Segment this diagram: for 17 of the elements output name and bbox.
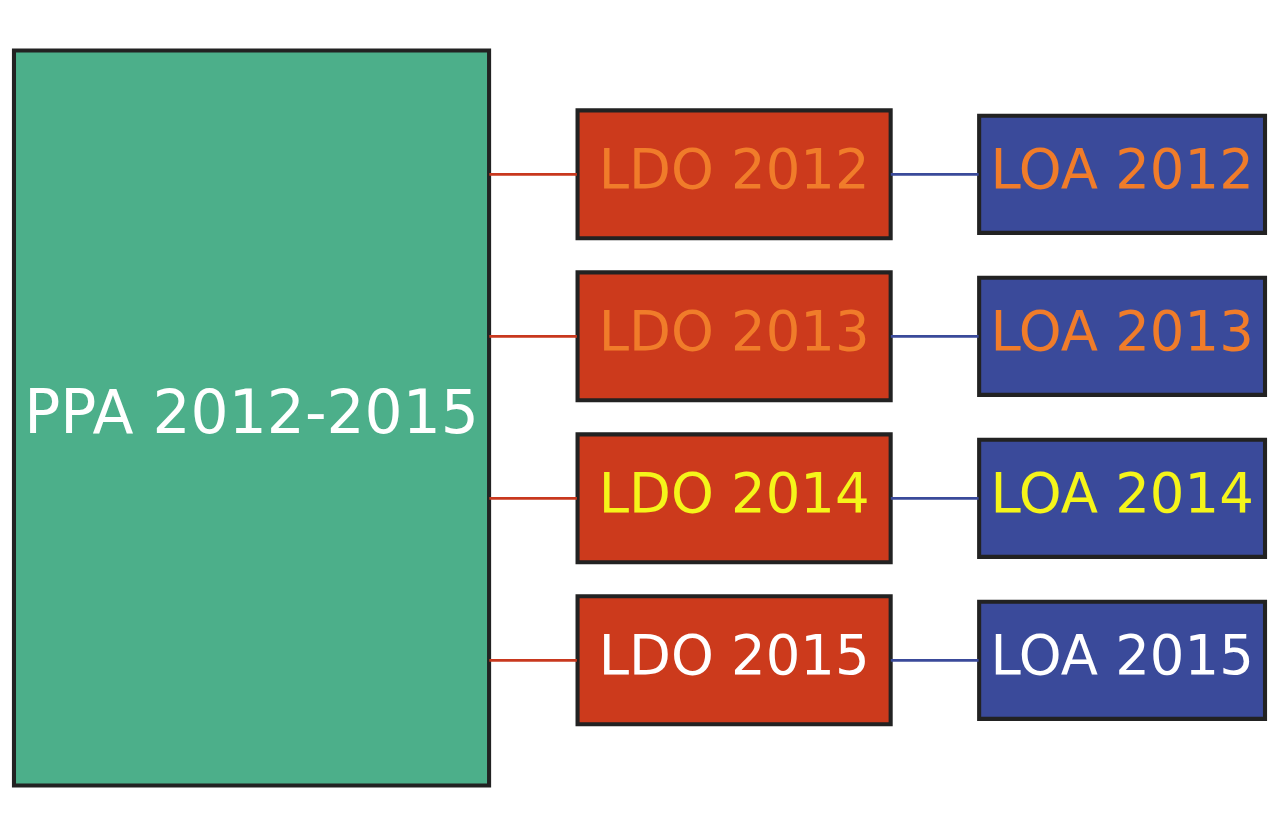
node-box: PPA 2012-2015 <box>11 47 492 788</box>
connector <box>489 172 577 176</box>
node-box: LOA 2014 <box>977 437 1268 559</box>
node-box: LDO 2015 <box>575 593 893 726</box>
node-box: LOA 2013 <box>977 275 1268 397</box>
connector <box>890 334 979 338</box>
node-box: LDO 2014 <box>575 431 893 564</box>
node-box: LDO 2012 <box>575 107 893 240</box>
connector <box>489 658 577 662</box>
connector <box>489 496 577 500</box>
connector <box>890 496 979 500</box>
node-box: LDO 2013 <box>575 269 893 402</box>
connector <box>890 172 979 176</box>
connector <box>890 658 979 662</box>
connector <box>489 334 577 338</box>
node-box: LOA 2015 <box>977 599 1268 721</box>
node-box: LOA 2012 <box>977 113 1268 235</box>
